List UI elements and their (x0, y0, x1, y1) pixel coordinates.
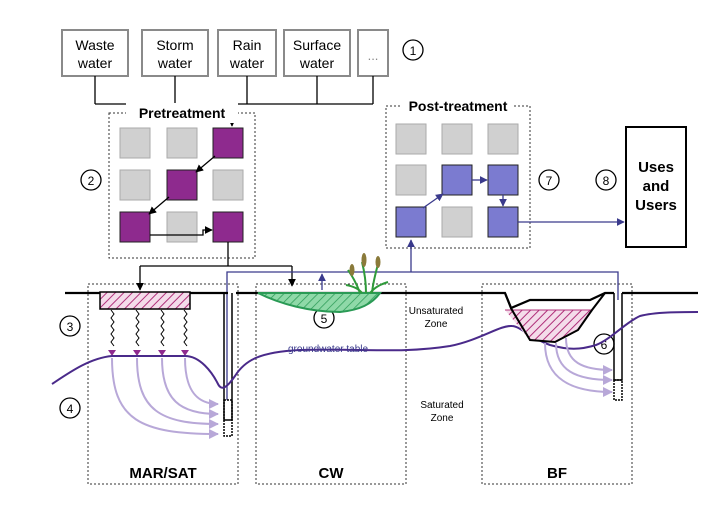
constructed-wetland (257, 292, 382, 314)
step-number-4: 4 (59, 397, 81, 419)
source-label: Rain (233, 37, 262, 53)
groundwater-table-label: groundwater table (288, 344, 368, 355)
source-label: Waste (75, 37, 114, 53)
system-label-bf: BF (547, 465, 567, 482)
system-frames (87, 283, 633, 485)
svg-text:5: 5 (321, 312, 328, 326)
posttreatment-panel: Post-treatment (385, 96, 625, 249)
mar-flow-arrows (111, 357, 219, 439)
saturated-zone-label: Saturated (420, 400, 463, 411)
source-box-surfacewater (283, 29, 351, 77)
svg-text:7: 7 (546, 174, 553, 188)
zone-labels: Unsaturated Zone Saturated Zone (409, 306, 464, 424)
wetland-plants-icon (345, 253, 389, 294)
groundwater-table (51, 311, 699, 389)
source-label: ... (368, 48, 379, 63)
svg-text:8: 8 (603, 174, 610, 188)
recovery-lines (226, 239, 619, 400)
svg-text:2: 2 (88, 174, 95, 188)
source-label: water (157, 55, 193, 71)
source-label: water (77, 55, 113, 71)
bf-flow-arrows (544, 337, 613, 397)
svg-text:4: 4 (67, 402, 74, 416)
svg-text:Uses: Uses (638, 159, 674, 176)
pretreatment-label: Pretreatment (139, 105, 226, 121)
svg-text:3: 3 (67, 320, 74, 334)
percolation-lines (110, 309, 188, 347)
source-label: water (229, 55, 265, 71)
step-number-7: 7 (538, 169, 560, 191)
svg-text:and: and (643, 178, 670, 195)
source-box-wastewater (61, 29, 129, 77)
pretreatment-outflow (136, 242, 296, 291)
step-number-2: 2 (80, 169, 102, 191)
system-label-mar-sat: MAR/SAT (129, 465, 196, 482)
unsaturated-zone-label: Zone (425, 319, 448, 330)
recovery-wells (223, 293, 623, 437)
source-label: water (299, 55, 335, 71)
source-label: Storm (156, 37, 193, 53)
system-label-cw: CW (319, 465, 345, 482)
pretreatment-panel: Pretreatment (108, 103, 256, 259)
svg-text:Users: Users (635, 197, 677, 214)
step-number-3: 3 (59, 315, 81, 337)
uses-and-users-box: Uses and Users (625, 126, 687, 248)
svg-text:6: 6 (601, 338, 608, 352)
step-number-1: 1 (402, 39, 424, 61)
step-number-8: 8 (595, 169, 617, 191)
unsaturated-zone-label: Unsaturated (409, 306, 463, 317)
source-boxes: Waste water Storm water Rain water Surfa… (61, 29, 389, 77)
bank-filtration-basin (504, 292, 606, 344)
posttreatment-label: Post-treatment (409, 98, 508, 114)
step-number-6: 6 (593, 333, 615, 355)
source-label: Surface (293, 37, 341, 53)
saturated-zone-label: Zone (431, 413, 454, 424)
svg-text:1: 1 (410, 44, 417, 58)
percolation-arrowheads (108, 350, 189, 356)
mar-infiltration-basin (99, 291, 191, 310)
